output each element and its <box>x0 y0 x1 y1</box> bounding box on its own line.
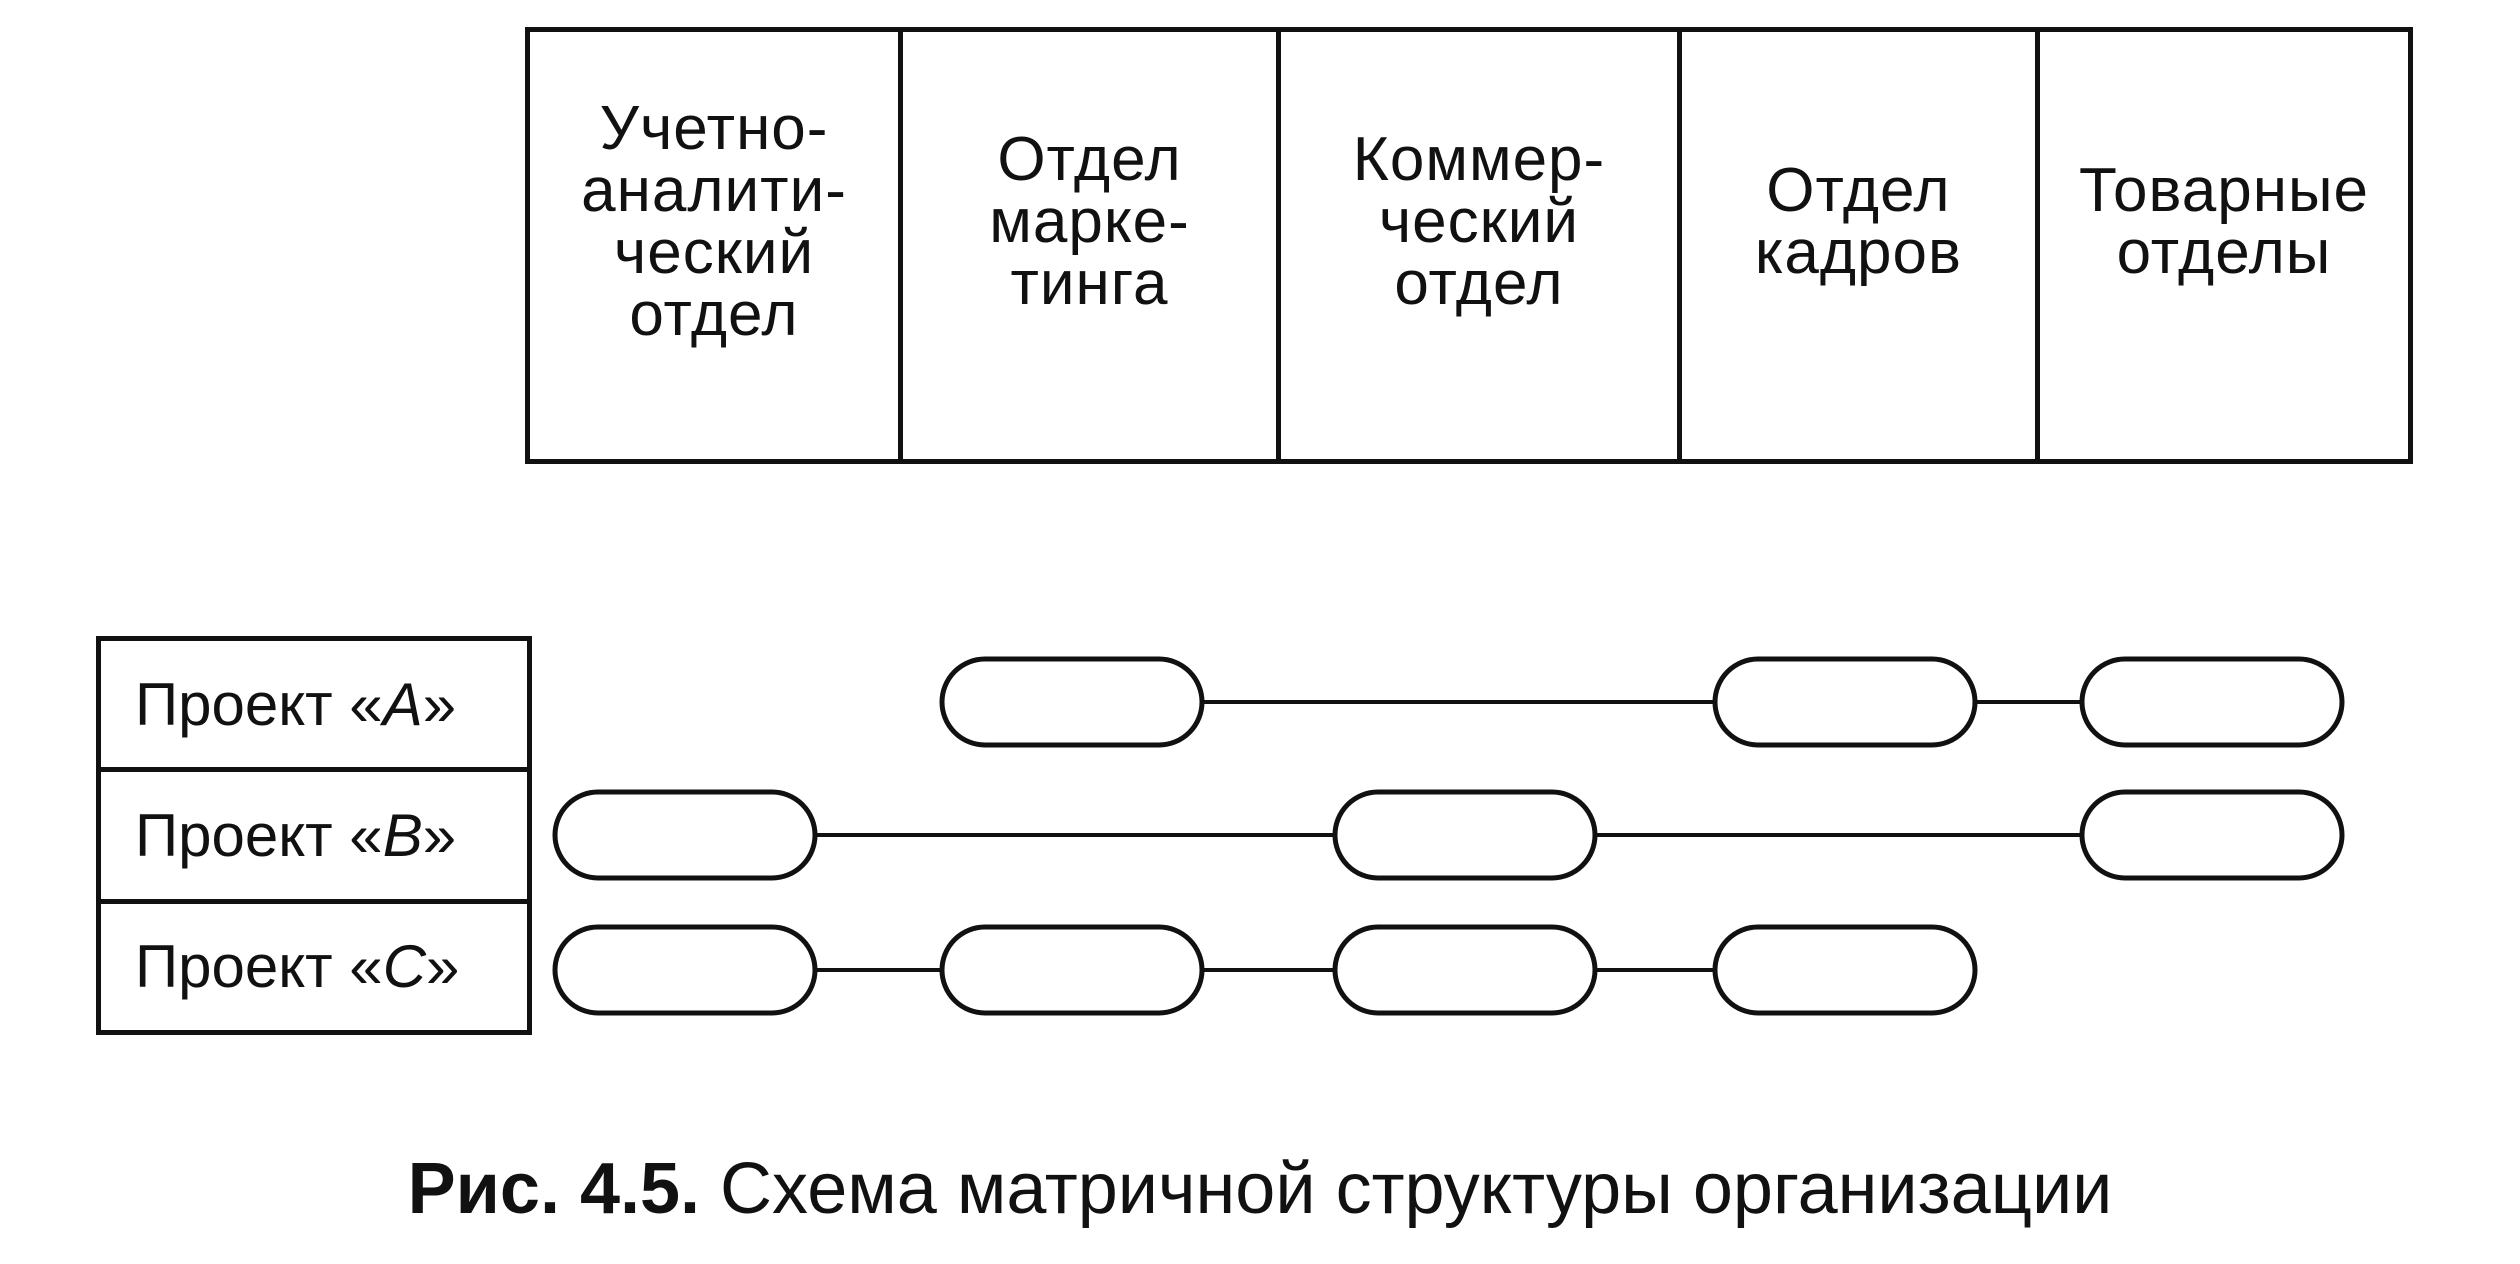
projects-column: Проект «A» Проект «B» Проект «C» <box>96 636 532 1035</box>
department-label: Товарные отделы <box>2078 155 2369 287</box>
project-letter: A <box>382 670 423 738</box>
participation-pill-project-c <box>552 924 818 1016</box>
project-letter: B <box>382 801 423 869</box>
department-label: Отдел марке- тинга <box>989 124 1190 318</box>
project-suffix: » <box>422 801 457 869</box>
project-row-label-a: Проект «A» <box>101 641 527 773</box>
department-commercial: Коммер- ческий отдел <box>1281 32 1682 459</box>
project-row-label-b: Проект «B» <box>101 772 527 904</box>
project-row-label-c: Проект «C» <box>101 904 527 1030</box>
department-marketing: Отдел марке- тинга <box>903 32 1282 459</box>
department-label: Отдел кадров <box>1754 155 1962 287</box>
project-suffix: » <box>422 670 457 738</box>
figure-caption: Рис. 4.5. Схема матричной структуры орга… <box>0 1148 2520 1230</box>
project-suffix: » <box>426 933 460 1001</box>
participation-pill-project-c <box>939 924 1205 1016</box>
department-accounting-analytics: Учетно- аналити- ческий отдел <box>530 32 904 459</box>
participation-pill-project-c <box>1332 924 1598 1016</box>
participation-pill-project-b <box>552 789 818 881</box>
department-personnel: Отдел кадров <box>1682 32 2040 459</box>
project-prefix: Проект « <box>135 933 383 1001</box>
participation-pill-project-b <box>2079 789 2345 881</box>
department-label: Учетно- аналити- ческий отдел <box>581 93 847 349</box>
project-prefix: Проект « <box>135 670 383 738</box>
department-label: Коммер- ческий отдел <box>1352 124 1606 318</box>
project-letter: C <box>382 933 427 1001</box>
participation-pill-project-a <box>939 656 1205 748</box>
departments-header: Учетно- аналити- ческий отдел Отдел марк… <box>525 27 2413 464</box>
caption-label: Рис. 4.5. <box>407 1149 701 1229</box>
participation-pill-project-a <box>2079 656 2345 748</box>
caption-text: Схема матричной структуры организации <box>700 1149 2113 1229</box>
project-prefix: Проект « <box>135 801 383 869</box>
participation-pill-project-b <box>1332 789 1598 881</box>
participation-pill-project-a <box>1712 656 1978 748</box>
department-merchandise: Товарные отделы <box>2040 32 2408 459</box>
participation-pill-project-c <box>1712 924 1978 1016</box>
